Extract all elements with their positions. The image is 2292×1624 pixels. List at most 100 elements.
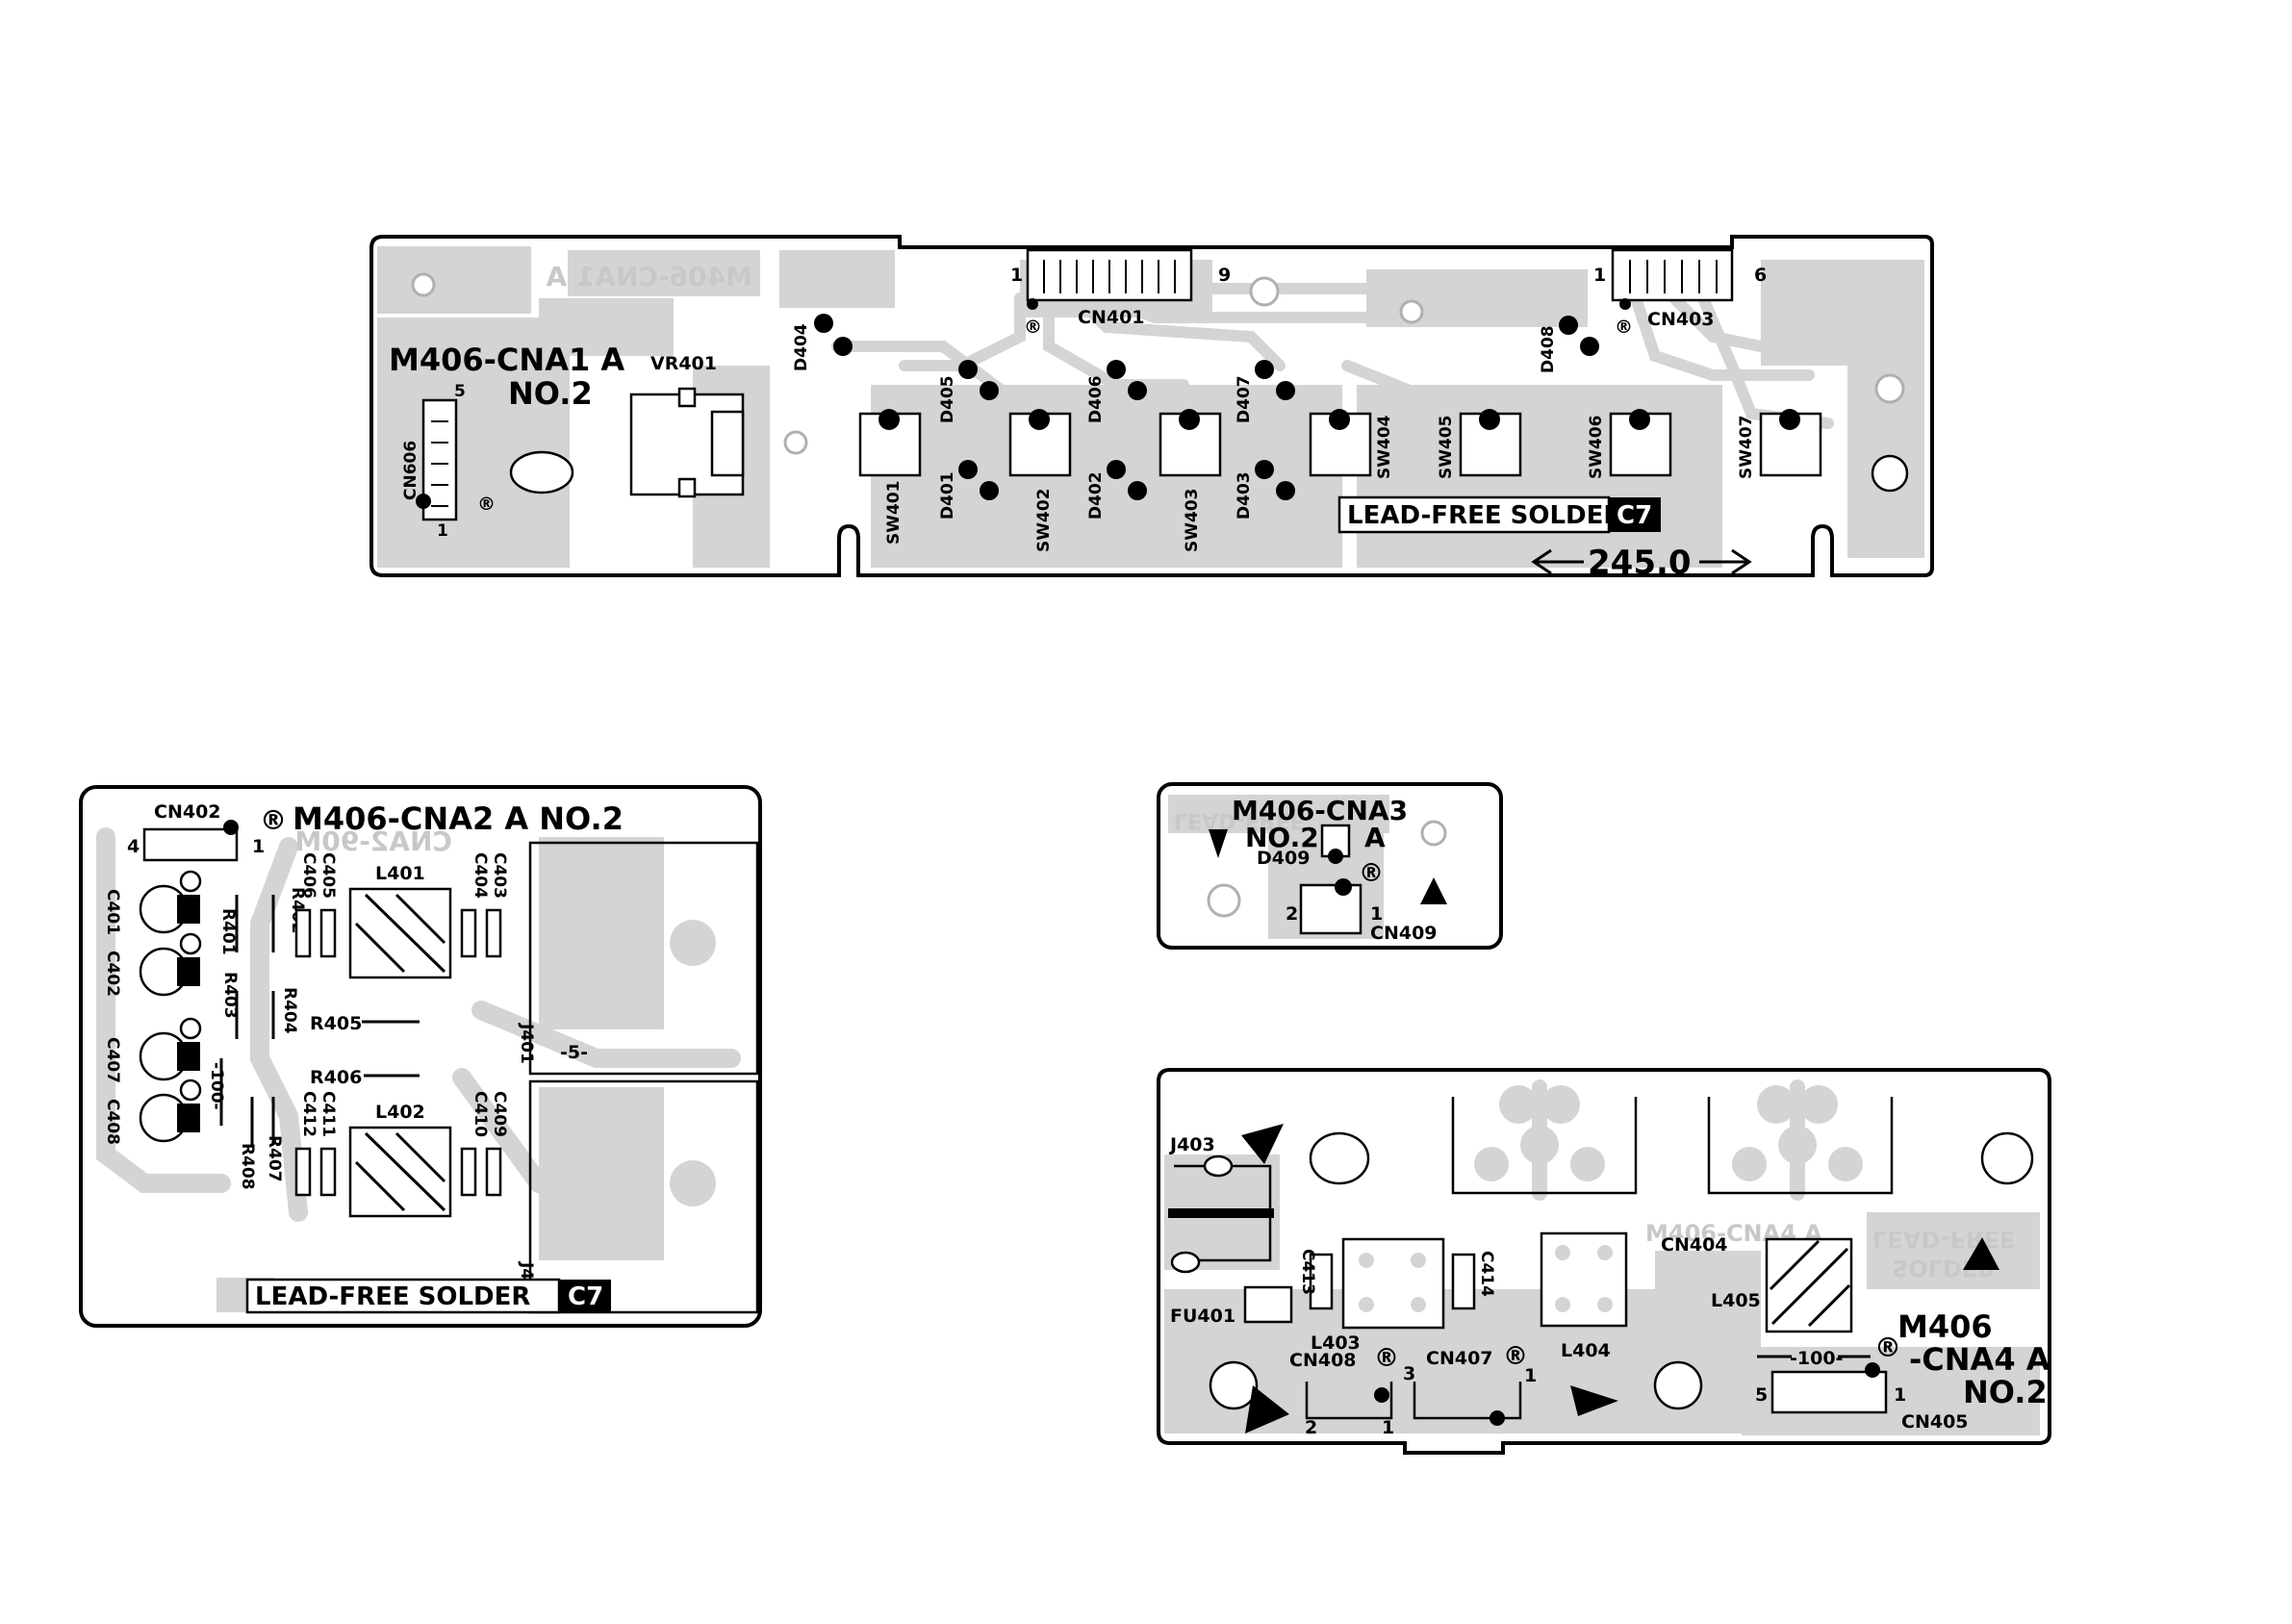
registered-mark: ® (1374, 1344, 1399, 1373)
svg-text:D405: D405 (938, 375, 957, 423)
connector-cn409: 2 1 CN409 (1286, 878, 1438, 944)
pin-label: 1 (1010, 265, 1023, 286)
arrow-marker (1209, 829, 1228, 858)
svg-text:D407: D407 (1235, 375, 1254, 423)
led-d406: D406 (1086, 360, 1147, 423)
switch-sw407: SW407 (1737, 409, 1822, 479)
registered-mark: ® (477, 494, 496, 515)
svg-text:D401: D401 (938, 471, 957, 520)
svg-text:CN408: CN408 (1289, 1350, 1357, 1371)
slot-hole (1309, 1131, 1370, 1185)
inductor-l404: L404 (1540, 1231, 1628, 1361)
led-d409: D409 (1257, 824, 1351, 869)
svg-text:CN405: CN405 (1901, 1411, 1969, 1433)
pin-label: 4 (127, 836, 140, 857)
svg-text:L401: L401 (375, 863, 425, 884)
slot-hole (509, 450, 574, 495)
cn402-label: CN402 (154, 801, 221, 823)
jumper-100-label: -100- (207, 1062, 226, 1110)
registered-mark: ® (1024, 317, 1042, 338)
cap-c408: C408 (103, 1078, 202, 1145)
registered-mark: ® (260, 804, 287, 836)
cn401-pins (1043, 260, 1176, 293)
pin-label: 9 (1218, 265, 1231, 286)
mounting-hole (1399, 299, 1424, 324)
board-title: M406-CNA2 A NO.2 (293, 800, 624, 837)
cap-c401: C401 (103, 870, 202, 935)
svg-text:C409: C409 (490, 1091, 509, 1137)
jack-j401 (528, 841, 759, 1076)
arrow-marker (1245, 1385, 1289, 1434)
svg-text:C404: C404 (471, 852, 490, 899)
switch-sw405: SW405 (1437, 409, 1522, 479)
board-title-line2: -CNA4 A (1909, 1341, 2050, 1378)
svg-text:C408: C408 (103, 1099, 122, 1145)
cn402-connector (142, 827, 239, 862)
pin-label: 1 (437, 521, 448, 541)
board-subtitle: NO.2 (508, 375, 593, 412)
board-subtitle: NO.2 (1245, 822, 1319, 853)
svg-text:C403: C403 (490, 852, 509, 899)
registered-mark: ® (1874, 1332, 1901, 1363)
board-cna3: LEAD-FREE M406-CNA3 NO.2 A D409 2 1 CN40… (1157, 782, 1503, 950)
led-d402: D402 (1086, 460, 1147, 520)
svg-text:C414: C414 (1477, 1251, 1496, 1297)
cap-c414: C414 (1451, 1251, 1496, 1310)
pin-label: 5 (454, 382, 466, 401)
registered-mark: ® (1615, 317, 1633, 338)
cn403-connector (1611, 248, 1734, 302)
svg-text:SW403: SW403 (1183, 489, 1202, 552)
ghost-lead-free: LEAD-FREE SOLDER (1872, 1226, 2015, 1281)
svg-text:L404: L404 (1561, 1340, 1611, 1361)
cap-c413: C413 (1298, 1249, 1334, 1310)
svg-text:LEAD-FREE SOLDER: LEAD-FREE SOLDER (1347, 501, 1622, 530)
resistor-lines (219, 895, 420, 1145)
svg-text:1: 1 (1894, 1384, 1906, 1406)
led-d401: D401 (938, 460, 999, 520)
mounting-hole (783, 430, 808, 455)
svg-text:D408: D408 (1539, 325, 1558, 373)
board-title: M406-CNA3 (1232, 795, 1408, 826)
r403-label: R403 (220, 972, 240, 1019)
r405-label: R405 (310, 1013, 362, 1034)
svg-text:C402: C402 (103, 951, 122, 997)
jack-j402 (528, 1079, 759, 1314)
svg-text:D406: D406 (1086, 375, 1106, 423)
r404-label: R404 (280, 987, 299, 1034)
r407-label: R407 (265, 1135, 284, 1182)
cap-c407: C407 (103, 1017, 202, 1083)
svg-text:5: 5 (1755, 1384, 1768, 1406)
svg-text:CN407: CN407 (1426, 1348, 1493, 1369)
svg-text:SW407: SW407 (1737, 416, 1756, 479)
svg-text:D409: D409 (1257, 848, 1310, 869)
inductor-l401: L401 (348, 863, 452, 979)
board-title: M406 (1897, 1308, 1993, 1345)
led-d403: D403 (1235, 460, 1295, 520)
fuse-fu401: FU401 (1170, 1285, 1293, 1327)
mounting-hole (1980, 1131, 2034, 1185)
svg-text:C7: C7 (568, 1282, 603, 1311)
pin-label: 1 (252, 836, 265, 857)
led-d408: D408 (1539, 316, 1599, 373)
ghost-title: LEAD-FREE (1174, 808, 1305, 832)
cna2-copper (96, 827, 741, 1312)
mounting-hole (1207, 883, 1241, 918)
svg-text:L405: L405 (1711, 1290, 1761, 1311)
dimension-indicator: 245.0 (1531, 544, 1752, 582)
connector-cn407: CN407 ® 3 1 (1403, 1342, 1537, 1426)
jack-j403: J403 (1168, 1134, 1274, 1274)
svg-text:3: 3 (1403, 1363, 1415, 1384)
svg-text:SW402: SW402 (1034, 489, 1054, 552)
ghost-title: M406-CNA1 A (546, 261, 752, 292)
mounting-hole (1653, 1360, 1703, 1410)
switch-sw402: SW402 (1008, 409, 1072, 552)
lead-free-tag: LEAD-FREE SOLDER C7 (245, 1278, 611, 1314)
svg-text:LEAD-FREE SOLDER: LEAD-FREE SOLDER (255, 1282, 530, 1311)
switch-sw404: SW404 (1309, 409, 1394, 479)
svg-text:C413: C413 (1298, 1249, 1317, 1295)
cap-c402: C402 (103, 932, 202, 997)
svg-text:SW401: SW401 (884, 481, 904, 545)
svg-text:C406: C406 (299, 852, 318, 899)
board-variant: A (1364, 822, 1386, 853)
